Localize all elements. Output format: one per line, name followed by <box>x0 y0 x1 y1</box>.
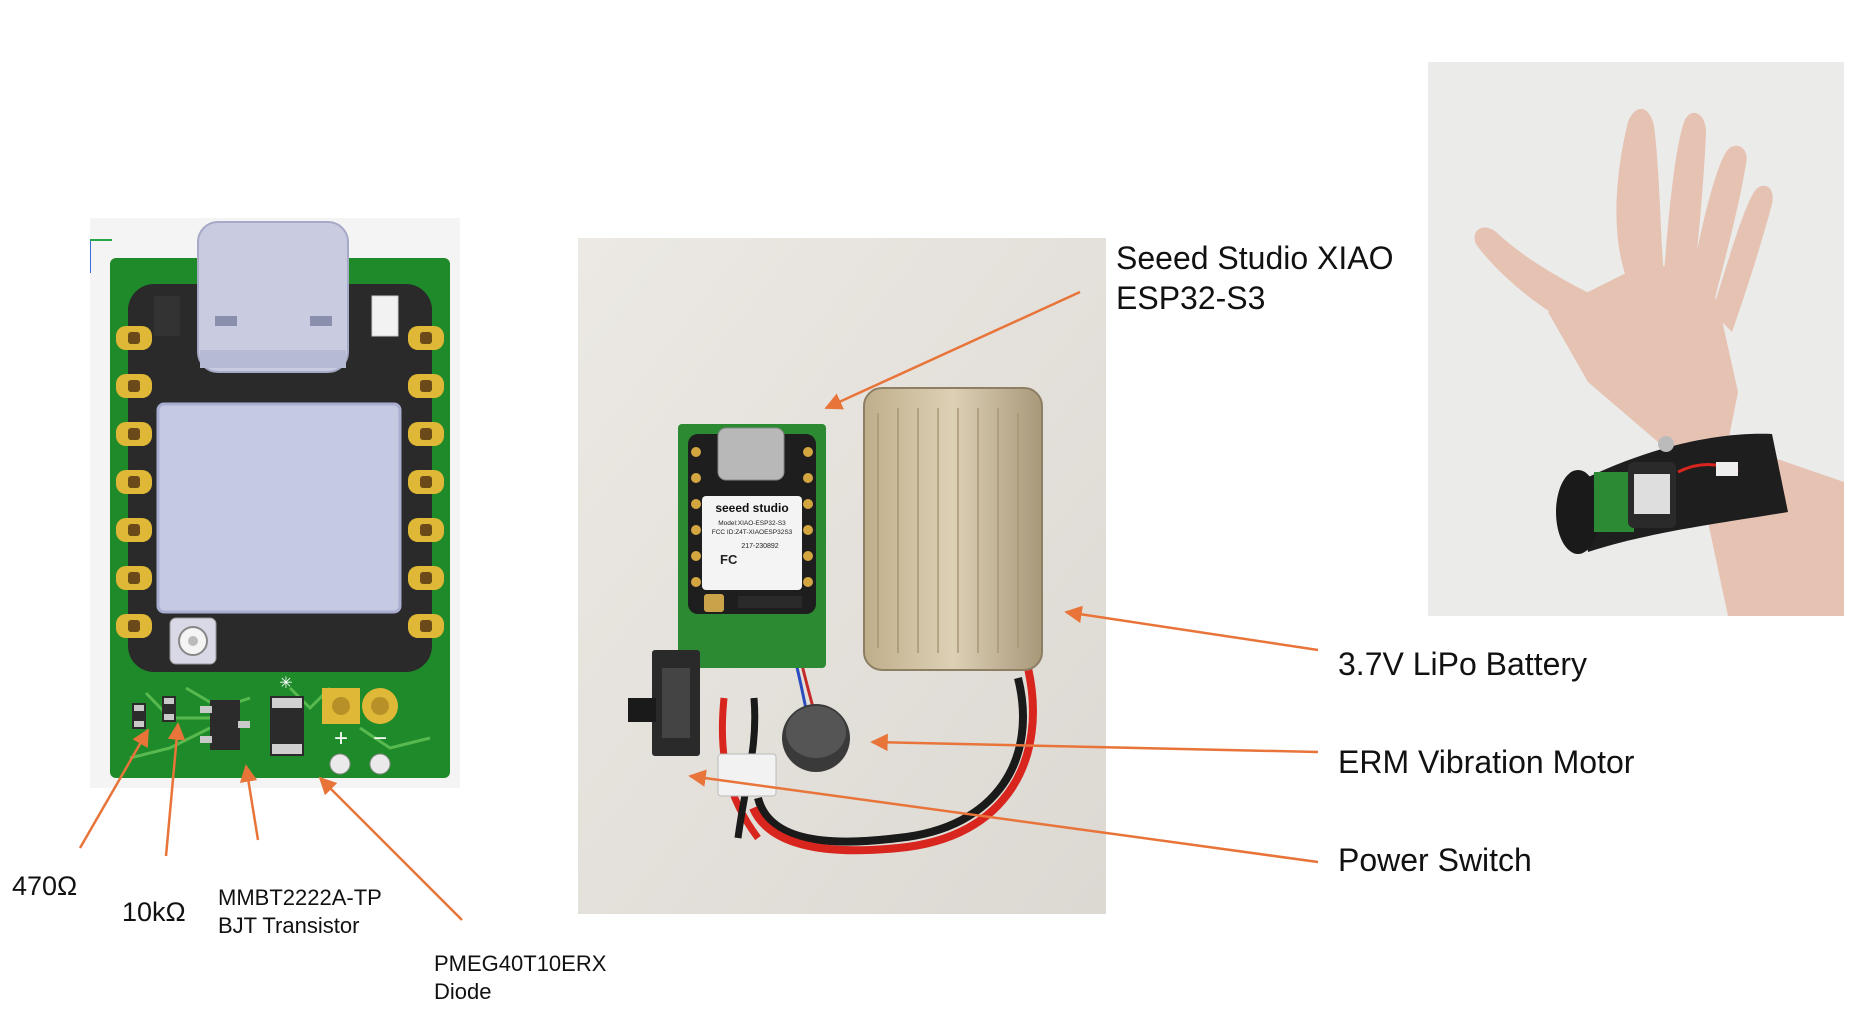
lipo-battery <box>863 387 1043 671</box>
transistor-footprint <box>210 700 240 750</box>
pad-minus-label: − <box>373 725 387 752</box>
label-xiao-esp32s3: Seeed Studio XIAO ESP32-S3 <box>1116 240 1394 316</box>
label-power-switch: Power Switch <box>1338 842 1532 878</box>
label-transistor: MMBT2222A-TP BJT Transistor <box>218 885 382 938</box>
module-label-sticker <box>702 496 802 590</box>
wrist-photo <box>1428 62 1844 616</box>
usb-c-connector <box>197 221 349 373</box>
label-erm-motor: ERM Vibration Motor <box>1338 744 1635 780</box>
svg-text:✳: ✳ <box>279 673 292 692</box>
label-resistor-10k: 10kΩ <box>122 897 186 927</box>
hand <box>1474 108 1844 616</box>
jst-connector <box>717 753 777 797</box>
label-diode: PMEG40T10ERX Diode <box>434 951 607 1004</box>
hardware-photo-svg: seeed studio Model:XIAO-ESP32-S3 FCC ID:… <box>578 238 1106 914</box>
module-fc-mark: FC <box>720 552 738 567</box>
pad-plus-label: + <box>334 725 348 752</box>
rf-shield <box>156 402 402 614</box>
module-brand: seeed studio <box>715 501 788 515</box>
pcb-render: ✳ + − <box>90 218 460 788</box>
pcb-render-svg: ✳ + − <box>90 221 450 778</box>
module-code: 217-230892 <box>741 543 778 550</box>
label-resistor-470: 470Ω <box>12 871 78 901</box>
hardware-photo: seeed studio Model:XIAO-ESP32-S3 FCC ID:… <box>578 238 1106 914</box>
label-lipo-battery: 3.7V LiPo Battery <box>1338 646 1588 682</box>
wristband-device <box>1556 433 1788 554</box>
wrist-photo-svg <box>1428 62 1844 616</box>
module-fcc: FCC ID:Z4T-XIAOESP32S3 <box>712 529 793 536</box>
module-model: Model:XIAO-ESP32-S3 <box>718 520 786 527</box>
